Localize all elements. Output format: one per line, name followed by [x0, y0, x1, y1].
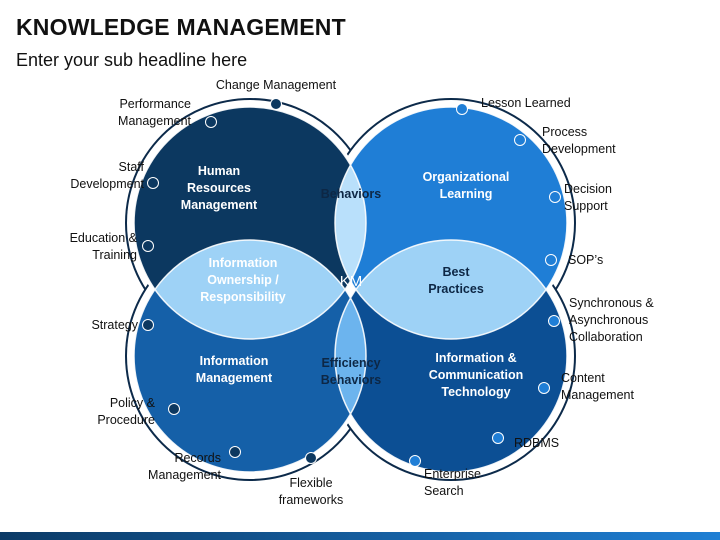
- page-title: KNOWLEDGE MANAGEMENT: [16, 14, 346, 40]
- connector-dot: [168, 403, 180, 415]
- label-policy-procedure: Policy &Procedure: [97, 396, 155, 427]
- overlap-ownership: [134, 240, 366, 339]
- connector-dot: [270, 98, 282, 110]
- connector-dot: [409, 455, 421, 467]
- connector-dot: [492, 432, 504, 444]
- connector-dot: [142, 319, 154, 331]
- region-behaviors: Behaviors: [321, 187, 381, 201]
- connector-dot: [545, 254, 557, 266]
- connector-dot: [205, 116, 217, 128]
- connector-dot: [548, 315, 560, 327]
- overlap-best-practices: [335, 240, 567, 339]
- label-education-training: Education &Training: [70, 231, 138, 262]
- connector-dot: [142, 240, 154, 252]
- region-km: KM: [340, 273, 363, 290]
- connector-dots: [142, 98, 561, 467]
- connector-dot: [456, 103, 468, 115]
- label-lesson-learned: Lesson Learned: [481, 96, 571, 110]
- connector-dot: [538, 382, 550, 394]
- label-change-management: Change Management: [216, 78, 337, 92]
- connector-dot: [147, 177, 159, 189]
- label-sops: SOP’s: [568, 253, 603, 267]
- footer-bar: [0, 532, 720, 540]
- connector-dot: [229, 446, 241, 458]
- page-subtitle: Enter your sub headline here: [16, 50, 248, 70]
- label-rdbms: RDBMS: [514, 436, 559, 450]
- label-strategy: Strategy: [91, 318, 138, 332]
- connector-dot: [305, 452, 317, 464]
- connector-dot: [514, 134, 526, 146]
- connector-dot: [549, 191, 561, 203]
